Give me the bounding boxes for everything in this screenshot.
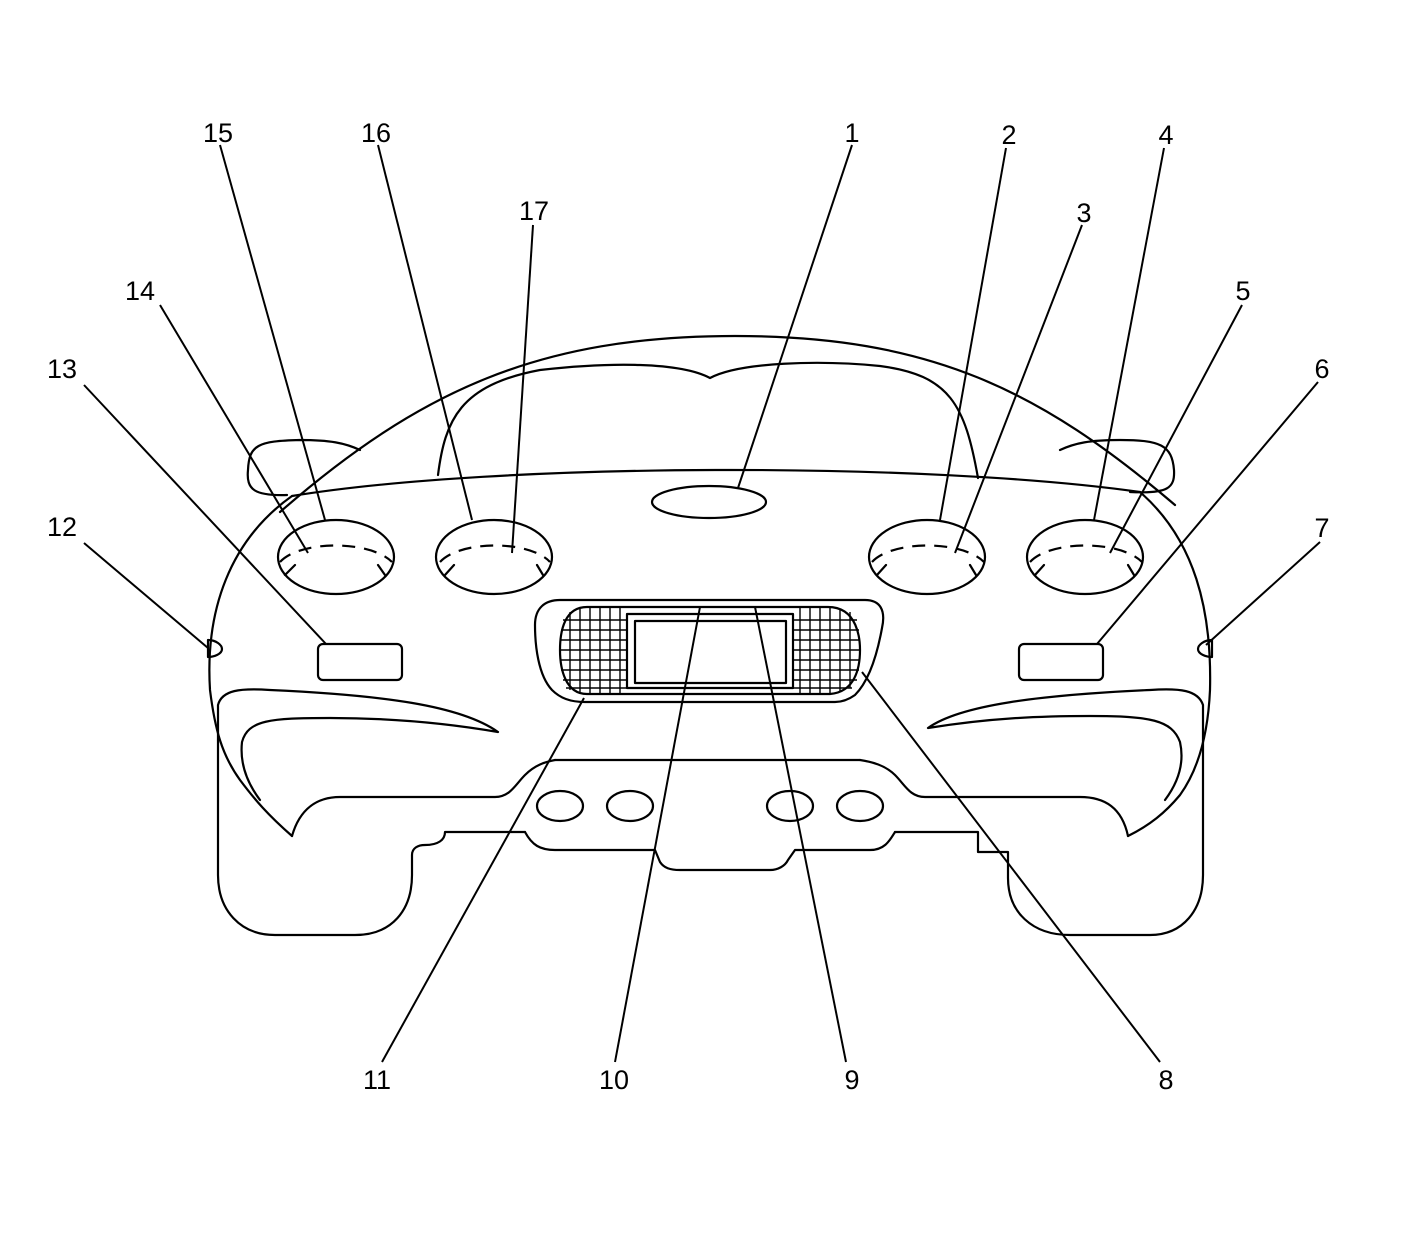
left-body-contour (208, 494, 294, 838)
leader-6 (1096, 381, 1319, 645)
exhaust-outlet-2 (605, 789, 655, 823)
leader-10 (614, 606, 701, 1063)
leader-1 (737, 144, 853, 489)
leader-9 (754, 606, 847, 1063)
right-lower-bumper (893, 738, 1205, 937)
exhaust-outlet-1 (535, 789, 585, 823)
callout-1: 1 (844, 118, 859, 148)
leader-12 (83, 542, 209, 649)
leader-14 (159, 304, 309, 554)
callout-4: 4 (1158, 120, 1173, 150)
license-lamp-grid (558, 605, 862, 696)
leader-8 (861, 671, 1161, 1063)
callout-7: 7 (1314, 513, 1329, 543)
right-rear-reflector (1017, 642, 1105, 682)
leader-13 (83, 384, 327, 645)
callout-16: 16 (361, 118, 391, 148)
callout-2: 2 (1001, 120, 1016, 150)
exhaust-outlet-4 (835, 789, 885, 823)
callout-11: 11 (363, 1065, 391, 1095)
callout-13: 13 (47, 354, 77, 384)
tail-lamp-left-outer (276, 518, 396, 596)
left-mirror (246, 438, 362, 497)
leader-5 (1109, 304, 1243, 554)
tail-lamp-left-inner (434, 518, 554, 596)
leader-2 (939, 147, 1007, 521)
right-bumper-step (858, 758, 1130, 838)
callout-8: 8 (1158, 1065, 1173, 1095)
vehicle-rear-outline (208, 334, 1212, 937)
leader-lines (83, 144, 1321, 1063)
center-exhaust-panel (523, 758, 897, 872)
exhaust-outlet-3 (765, 789, 815, 823)
rear-window-frame (436, 361, 980, 480)
callout-3: 3 (1076, 198, 1091, 228)
callout-5: 5 (1235, 276, 1250, 306)
deck-lid-line (290, 468, 1142, 498)
right-mirror (1058, 438, 1176, 494)
left-lower-bumper (216, 738, 527, 937)
callout-6: 6 (1314, 354, 1329, 384)
leader-4 (1093, 147, 1165, 521)
callout-12: 12 (47, 512, 77, 542)
callout-15: 15 (203, 118, 233, 148)
callout-14: 14 (125, 276, 155, 306)
roof-outline (278, 334, 1177, 514)
callout-10: 10 (599, 1065, 629, 1095)
left-side-marker-lamp (206, 638, 224, 659)
tail-lamp-right-outer (1025, 518, 1145, 596)
leader-7 (1205, 541, 1321, 646)
right-license-lamp-lens (793, 607, 860, 694)
right-side-marker-lamp (1196, 638, 1214, 659)
tail-lamp-right-inner (867, 518, 987, 596)
license-plate-recess (533, 598, 885, 704)
left-rear-reflector (316, 642, 404, 682)
left-bumper-swoosh (216, 688, 500, 802)
license-plate (633, 619, 788, 685)
lamp-assemblies (206, 484, 1214, 704)
leader-17 (511, 224, 534, 554)
leader-11 (381, 697, 585, 1063)
right-body-contour (1126, 490, 1212, 838)
callout-17: 17 (519, 196, 549, 226)
leader-16 (377, 144, 473, 521)
right-bumper-swoosh (926, 688, 1205, 802)
callout-labels: 1 2 3 4 5 6 7 8 9 10 11 12 13 14 15 16 1… (47, 118, 1330, 1095)
left-license-lamp-lens (560, 607, 627, 694)
license-plate-frame (625, 612, 795, 690)
left-bumper-step (290, 758, 557, 838)
center-high-mounted-stop-lamp (650, 484, 768, 520)
leader-15 (219, 144, 326, 521)
callout-9: 9 (844, 1065, 859, 1095)
leader-3 (954, 224, 1083, 554)
